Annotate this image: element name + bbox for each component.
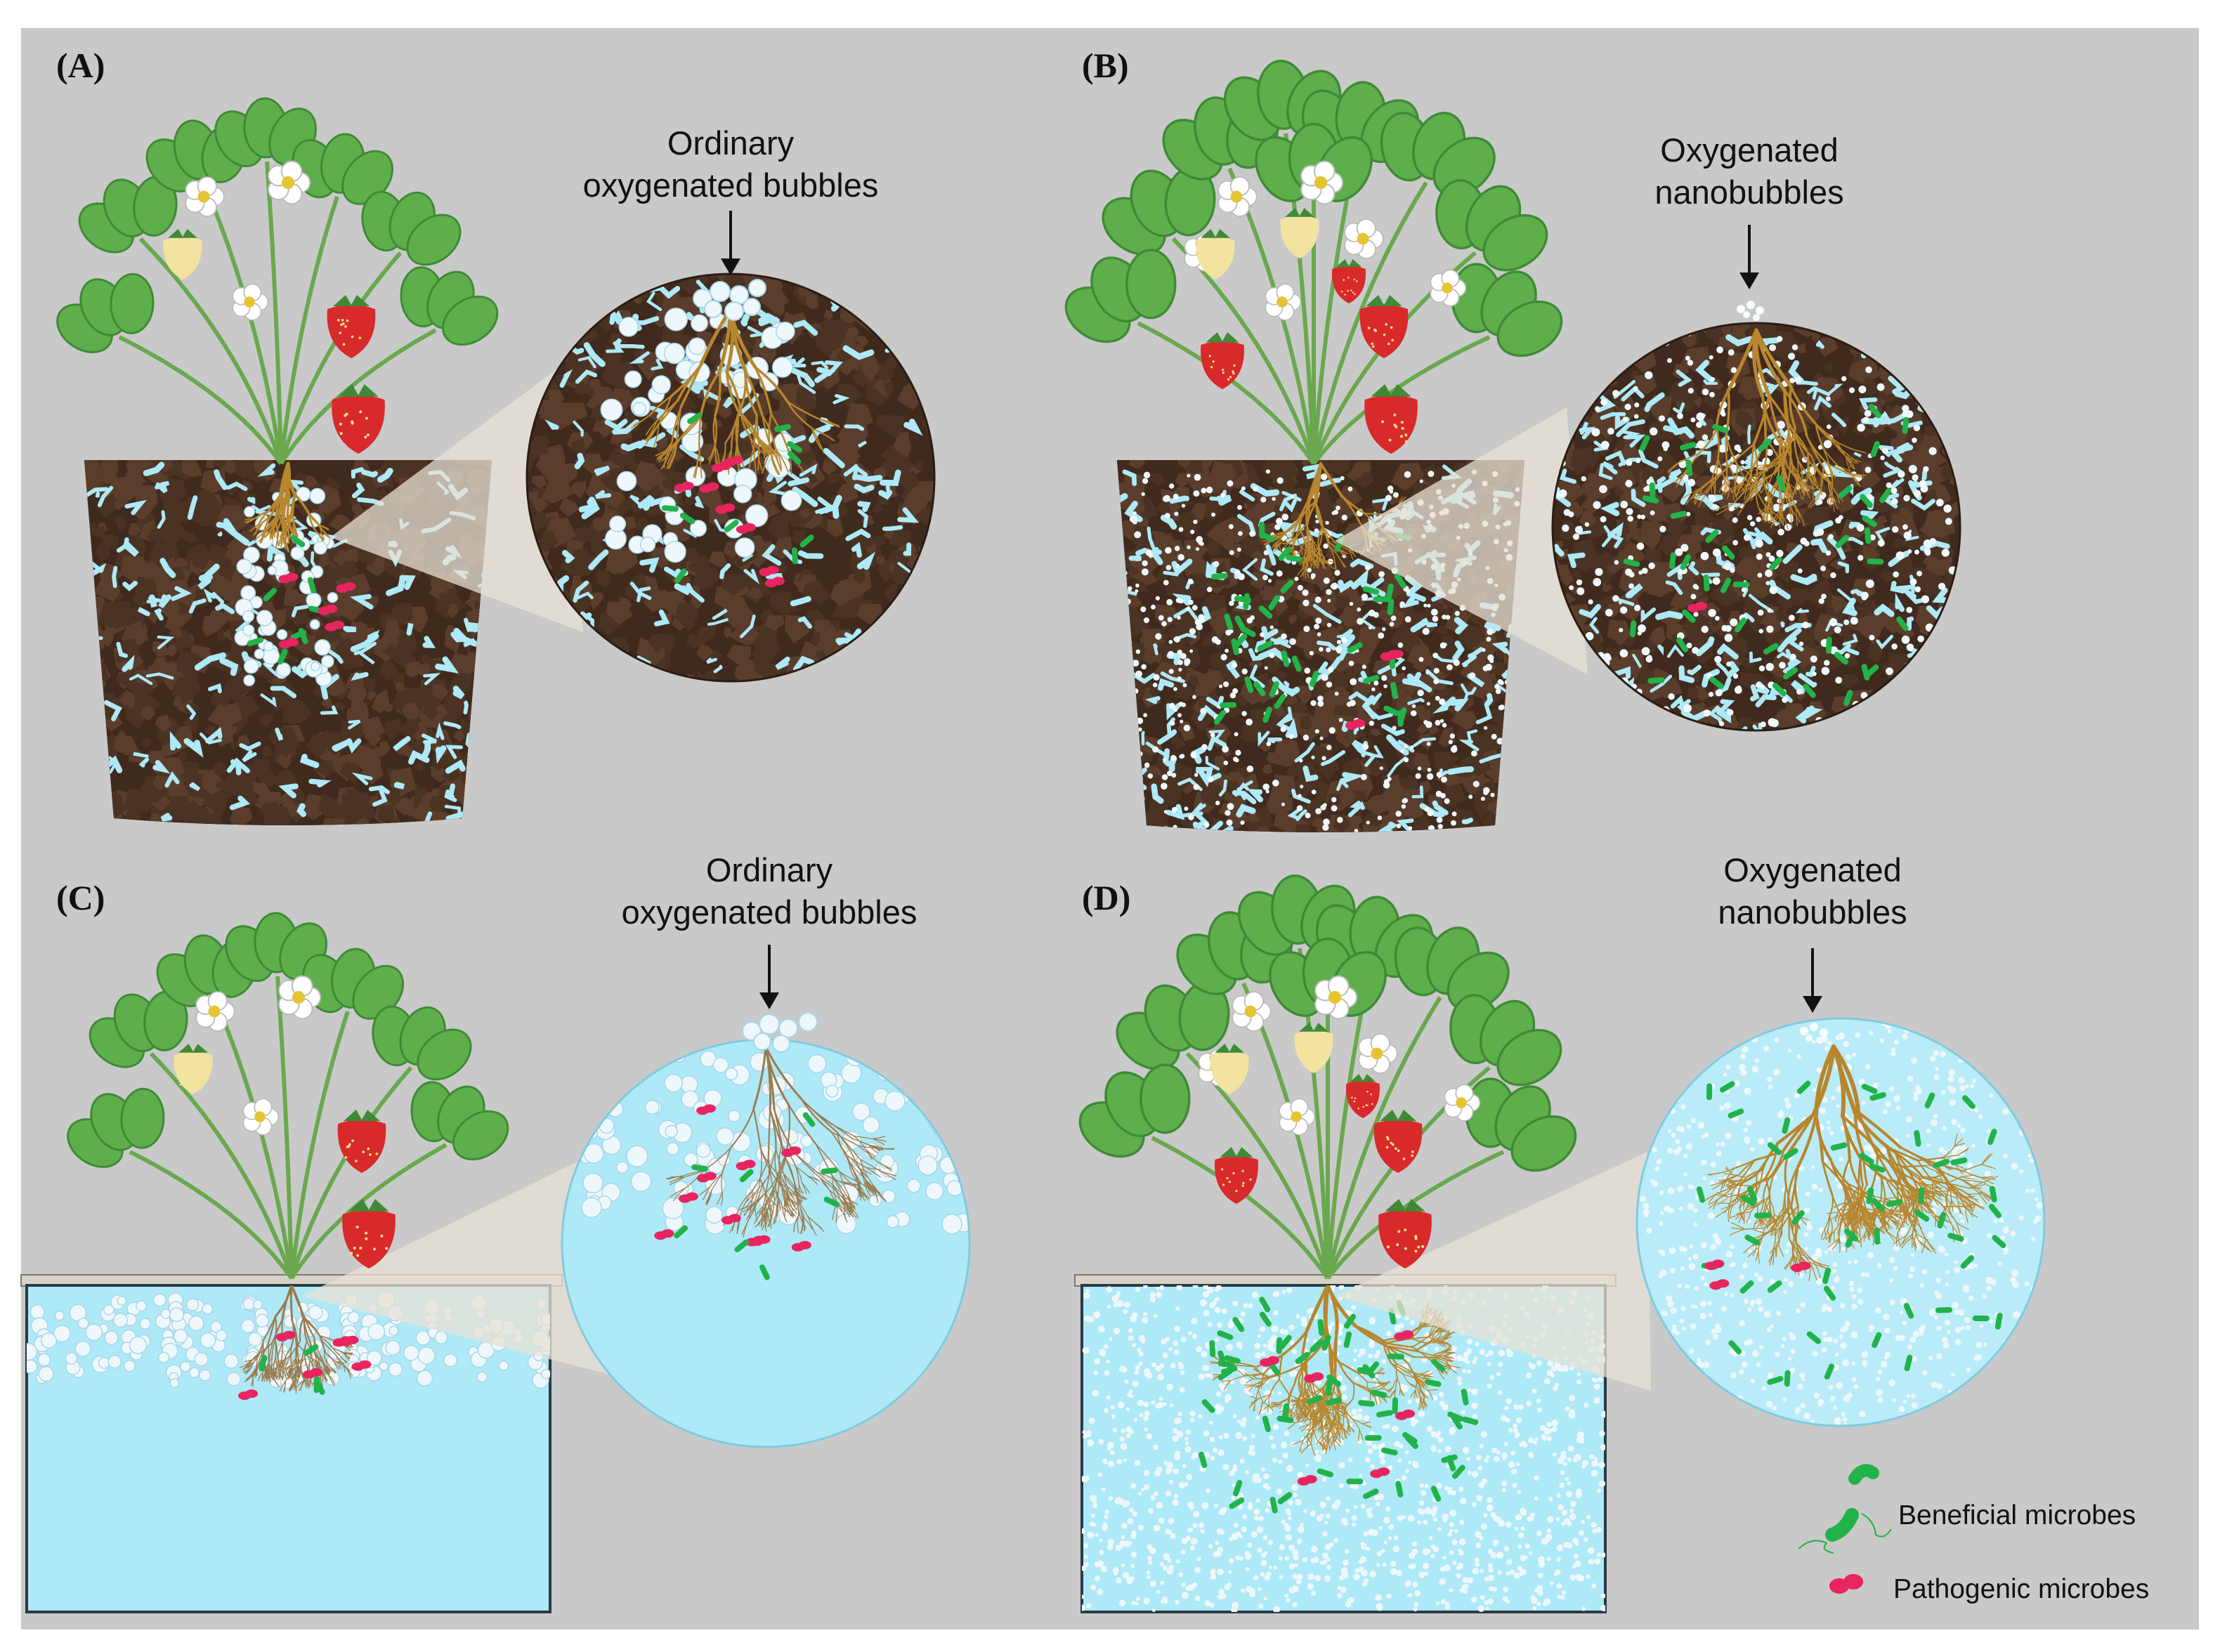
panel-b: (B) Oxygenated nanobubbles [1064, 46, 1961, 832]
panel-d-zoom-cone [1335, 1152, 1651, 1391]
panel-c-callout-line-1: Ordinary [706, 851, 833, 889]
legend-beneficial-label: Beneficial microbes [1898, 1500, 2136, 1530]
panel-b-nanobubble-cluster [1737, 301, 1764, 321]
panel-c: (C) Ordinary oxygenated bubbles [20, 851, 971, 1613]
panel-c-strawberry-plant [67, 912, 509, 1280]
panel-c-label: (C) [56, 878, 105, 917]
panel-a-bubble-cluster [693, 279, 766, 321]
panel-b-strawberry-plant [1064, 60, 1563, 465]
panel-a: (A) Ordinary oxygenated bubbles [56, 46, 936, 825]
panel-a-callout-line-1: Ordinary [667, 124, 795, 162]
panel-d: (D) Oxygenated nanobubbles [1074, 851, 2046, 1613]
panel-c-bubble-cluster [742, 1012, 818, 1053]
panel-b-callout-line-1: Oxygenated [1660, 131, 1838, 169]
panel-d-callout-line-1: Oxygenated [1723, 851, 1901, 889]
panel-c-zoom-cone [302, 1159, 618, 1377]
panel-d-label: (D) [1082, 878, 1130, 917]
panel-a-label: (A) [56, 46, 105, 85]
panel-c-zoom-circle [562, 1040, 969, 1447]
panel-b-soil [1117, 460, 1524, 832]
panel-d-nanobubble-cluster [1800, 1023, 1828, 1044]
panel-c-callout-line-2: oxygenated bubbles [622, 893, 918, 931]
panel-d-strawberry-plant [1078, 874, 1577, 1280]
panel-b-zoom-cone [1335, 407, 1588, 674]
panel-d-water [1082, 1285, 1605, 1612]
green-rod-bacteria-icon [1798, 1464, 1892, 1554]
legend: Beneficial microbes Pathogenic microbes [1798, 1464, 2149, 1604]
panel-d-callout-line-2: nanobubbles [1718, 893, 1907, 931]
panel-a-callout-line-2: oxygenated bubbles [583, 166, 879, 204]
legend-pathogenic-label: Pathogenic microbes [1893, 1574, 2149, 1604]
pink-coccus-bacteria-icon [1829, 1574, 1863, 1594]
panel-b-label: (B) [1082, 46, 1129, 85]
panel-b-callout-line-2: nanobubbles [1654, 173, 1843, 211]
panel-a-strawberry-plant [56, 97, 499, 465]
panel-a-zoom-cone [330, 365, 583, 632]
